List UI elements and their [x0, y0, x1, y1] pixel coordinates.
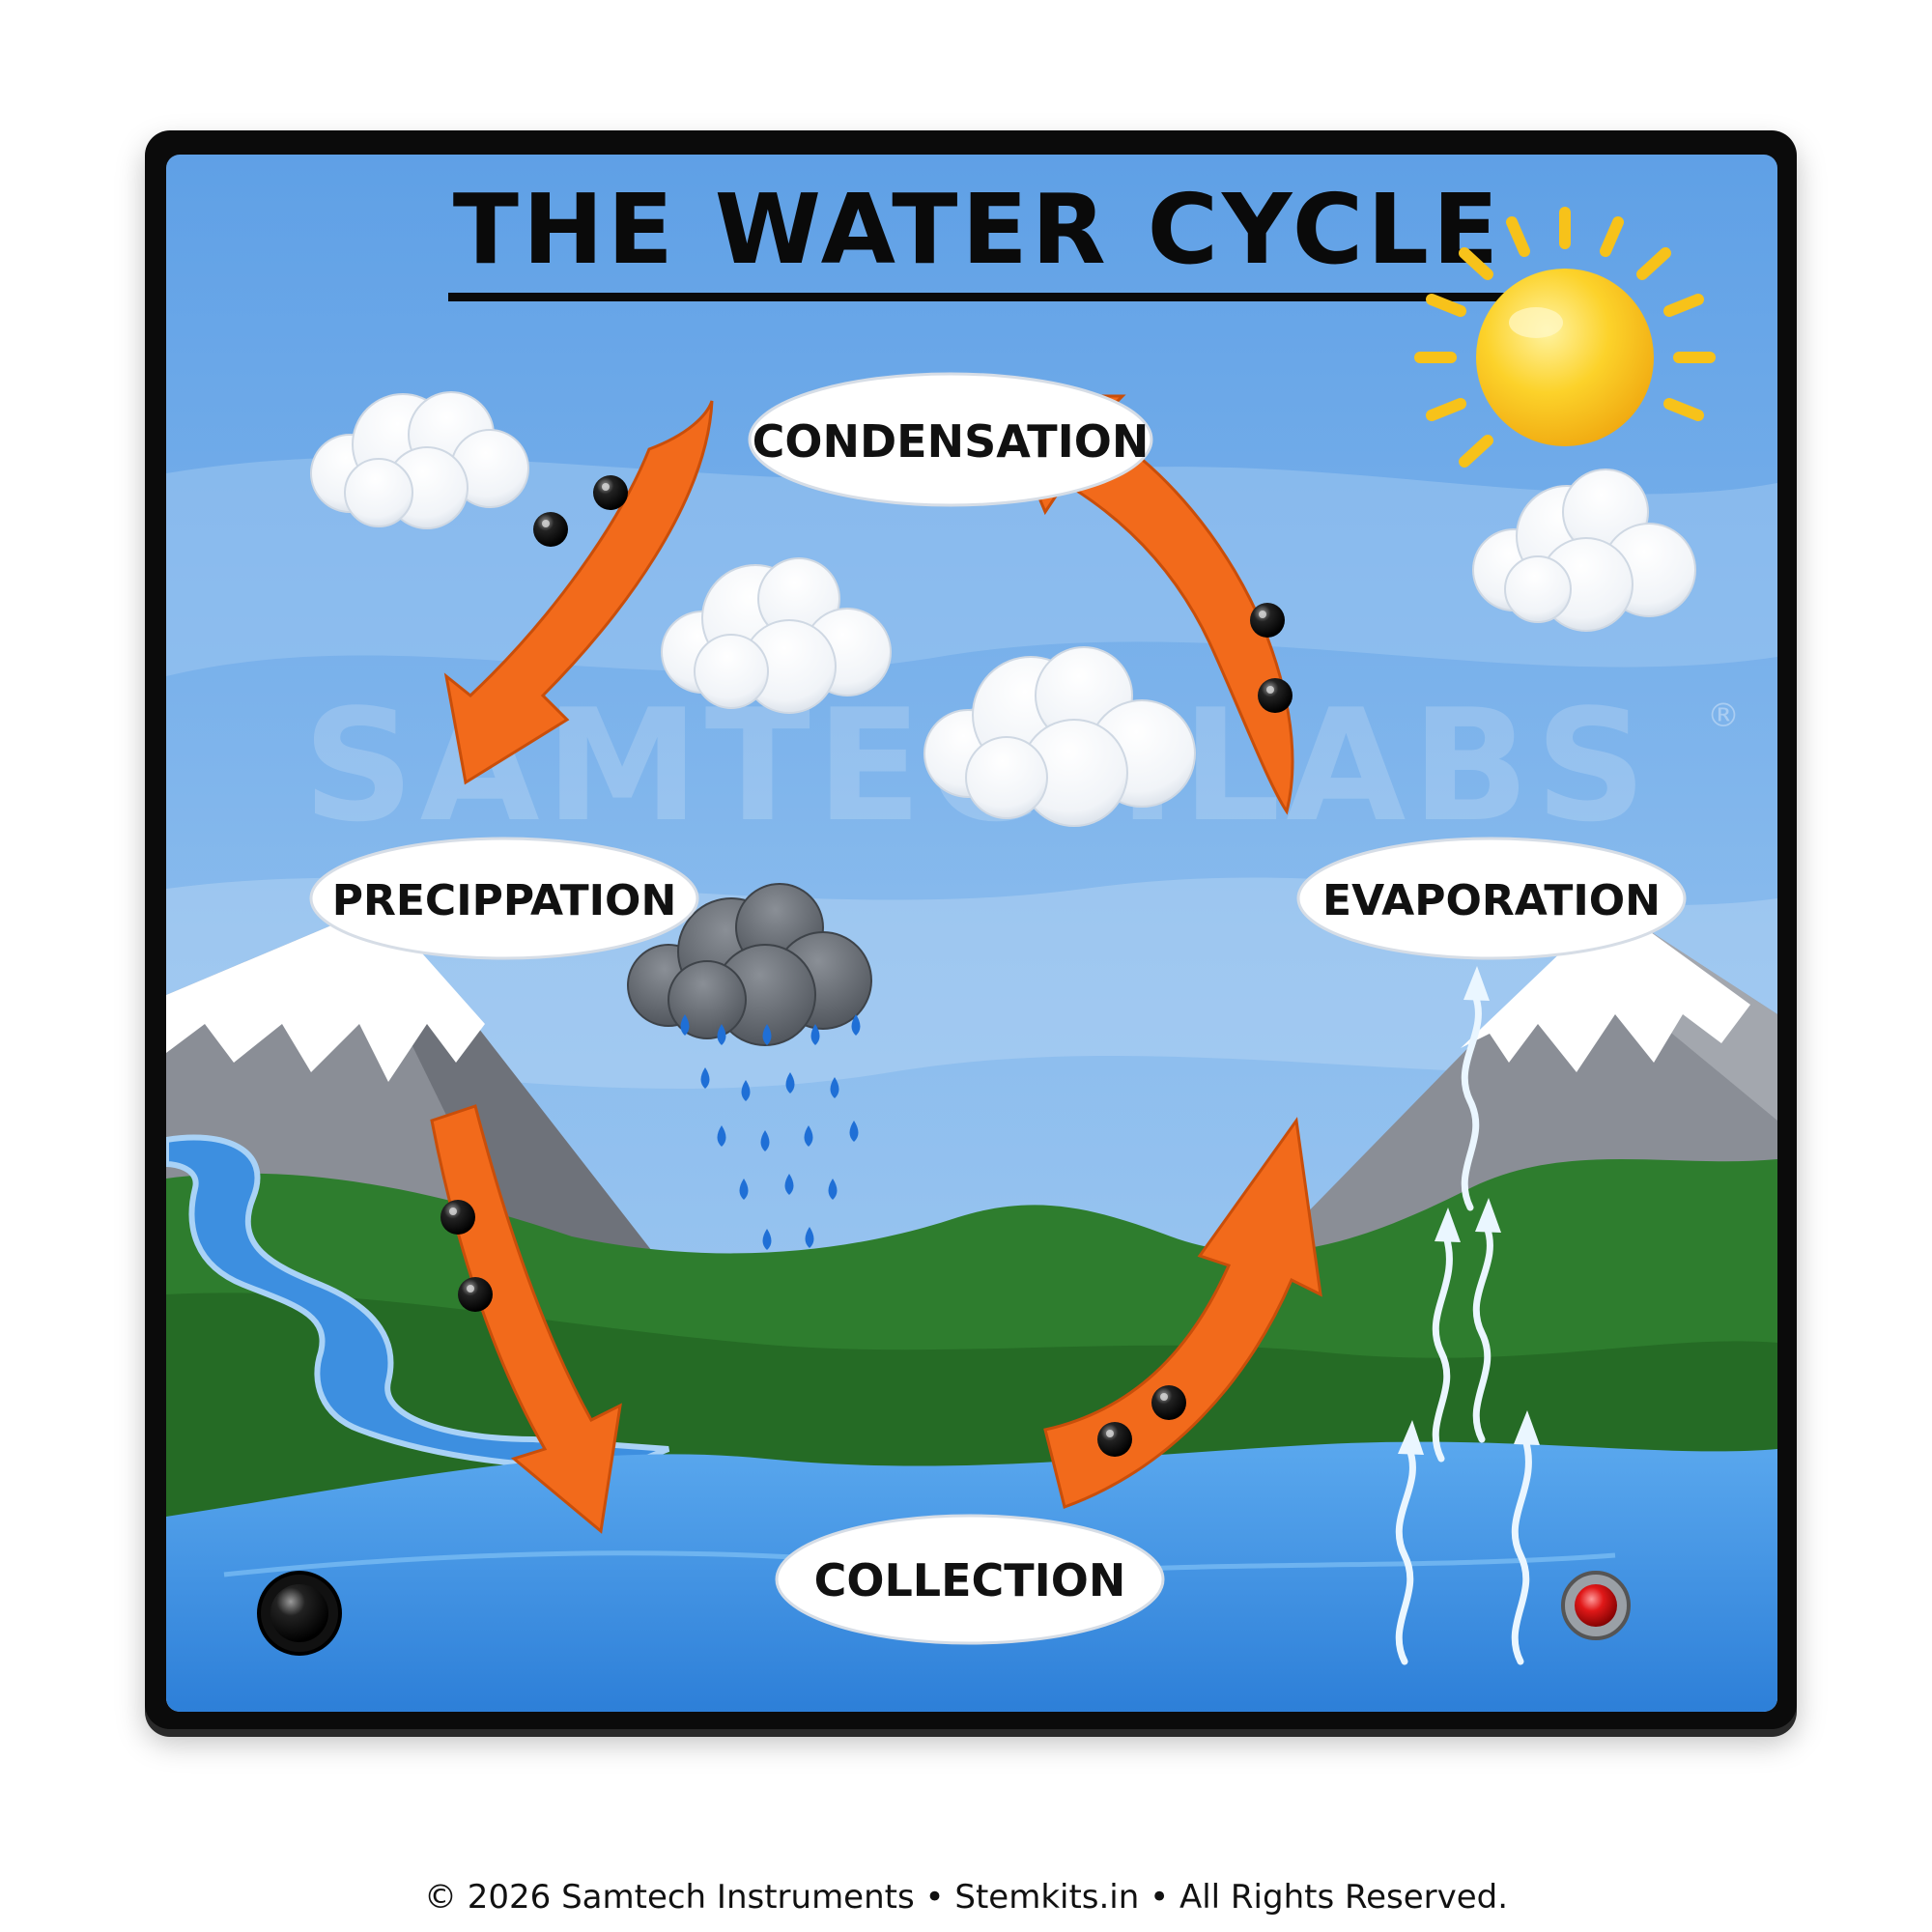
label-evaporation: EVAPORATION: [1298, 838, 1685, 958]
push-button-icon[interactable]: [259, 1573, 340, 1654]
label-condensation-text: CONDENSATION: [753, 415, 1150, 468]
label-collection-text: COLLECTION: [814, 1554, 1126, 1606]
page-title: THE WATER CYCLE: [453, 173, 1502, 286]
watermark-registered-mark: ®: [1707, 696, 1740, 735]
water-cycle-board: THE WATER CYCLE SAMTECHLABS ®: [166, 155, 1777, 1712]
footer-copyright: © 2026 Samtech Instruments • Stemkits.in…: [0, 1878, 1932, 1917]
label-collection: COLLECTION: [777, 1516, 1163, 1643]
label-evaporation-text: EVAPORATION: [1322, 876, 1661, 925]
label-condensation: CONDENSATION: [750, 374, 1151, 505]
label-precipitation: PRECIPPATION: [311, 838, 697, 958]
title-underline: [448, 293, 1507, 301]
label-precipitation-text: PRECIPPATION: [332, 876, 677, 925]
red-led-icon: [1563, 1573, 1629, 1638]
